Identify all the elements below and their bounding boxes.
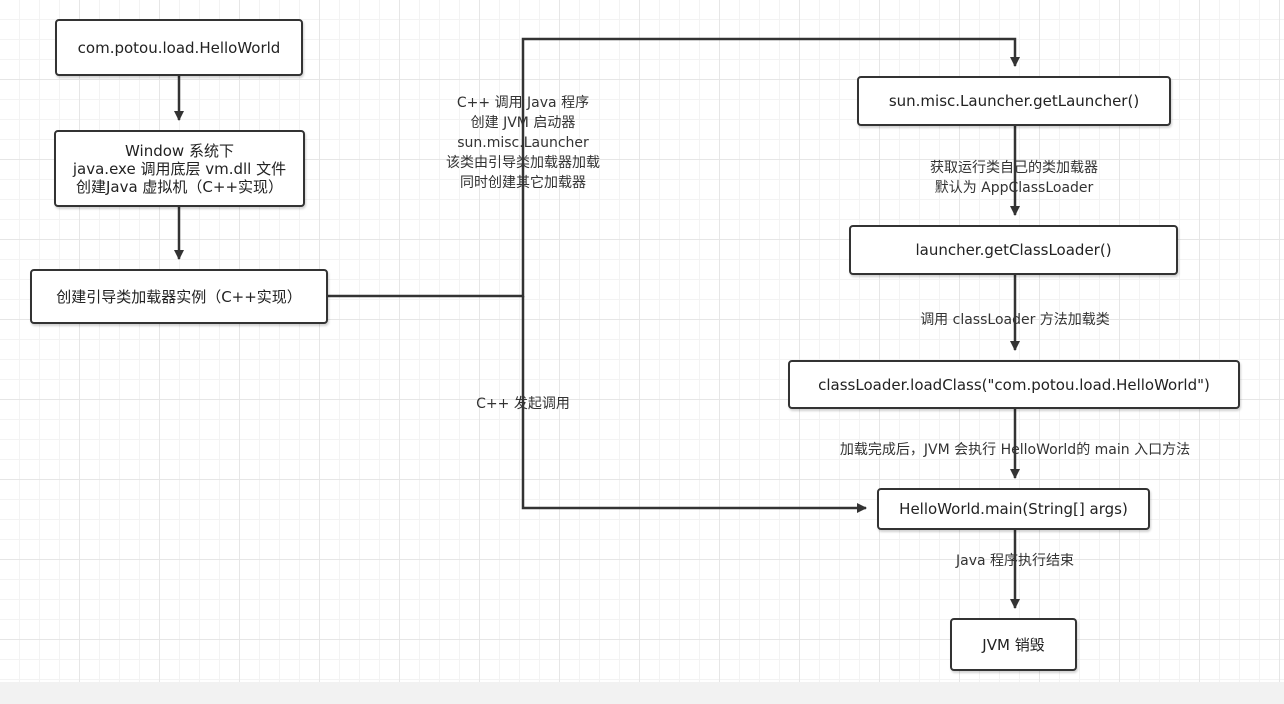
node-get-launcher-text: sun.misc.Launcher.getLauncher() — [888, 92, 1140, 110]
label-program-end: Java 程序执行结束 — [955, 553, 1075, 569]
label-cpp-invoke: C++ 发起调用 — [476, 396, 570, 412]
node-jvm-destroy[interactable]: JVM 销毁 — [950, 618, 1077, 671]
node-class-name[interactable]: com.potou.load.HelloWorld — [55, 19, 303, 76]
node-main-method-text: HelloWorld.main(String[] args) — [899, 500, 1128, 518]
node-window-system-text: Window 系统下 java.exe 调用底层 vm.dll 文件 创建Jav… — [72, 141, 287, 196]
node-get-class-loader-text: launcher.getClassLoader() — [915, 241, 1112, 259]
label-cpp-call-java: C++ 调用 Java 程序 创建 JVM 启动器 sun.misc.Launc… — [446, 95, 600, 191]
node-class-name-text: com.potou.load.HelloWorld — [77, 38, 281, 57]
node-get-class-loader[interactable]: launcher.getClassLoader() — [849, 225, 1178, 275]
label-call-load-method: 调用 classLoader 方法加载类 — [920, 312, 1110, 328]
node-main-method[interactable]: HelloWorld.main(String[] args) — [877, 488, 1150, 530]
bottom-bar — [0, 682, 1284, 704]
node-jvm-destroy-text: JVM 销毁 — [982, 635, 1045, 654]
edge-bootstrap-to-launcher — [327, 37, 1020, 298]
node-bootstrap-loader[interactable]: 创建引导类加载器实例（C++实现） — [30, 269, 328, 324]
edge-branch-to-main — [521, 296, 867, 513]
label-get-app-loader: 获取运行类自己的类加载器 默认为 AppClassLoader — [930, 160, 1098, 196]
connector-layer — [174, 37, 1020, 609]
node-load-class[interactable]: classLoader.loadClass("com.potou.load.He… — [788, 360, 1240, 409]
node-load-class-text: classLoader.loadClass("com.potou.load.He… — [818, 375, 1210, 394]
node-get-launcher[interactable]: sun.misc.Launcher.getLauncher() — [857, 76, 1171, 126]
label-after-loaded: 加载完成后，JVM 会执行 HelloWorld的 main 入口方法 — [839, 442, 1191, 458]
node-bootstrap-loader-text: 创建引导类加载器实例（C++实现） — [56, 287, 302, 306]
node-window-system[interactable]: Window 系统下 java.exe 调用底层 vm.dll 文件 创建Jav… — [54, 130, 305, 207]
grid-canvas: C++ 调用 Java 程序 创建 JVM 启动器 sun.misc.Launc… — [0, 0, 1284, 682]
